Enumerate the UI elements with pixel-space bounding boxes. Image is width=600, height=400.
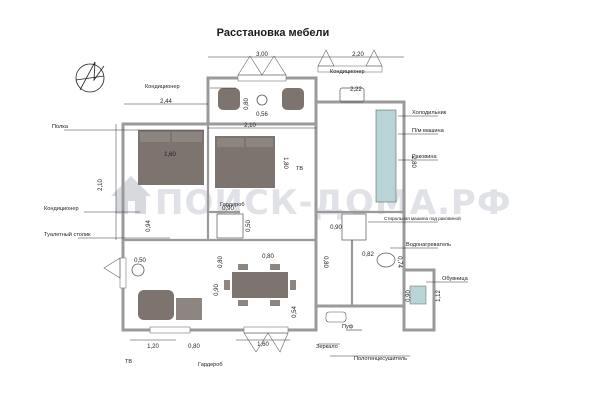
dim-2-44: 2,44	[160, 99, 172, 105]
kitchen-counter	[375, 109, 397, 203]
label-dishwasher: П/м машина	[412, 128, 445, 134]
label-tv-bedroom: ТВ	[296, 166, 303, 172]
plan-title: Расстановка мебели	[217, 27, 330, 39]
round-table	[256, 94, 268, 106]
pouf-unit	[325, 311, 347, 323]
label-shoes: Обувница	[442, 276, 469, 282]
label-pouf: Пуф	[342, 324, 354, 330]
dim-1-60a: 1,60	[164, 152, 176, 158]
second-bed-pillow-right	[246, 138, 273, 147]
north-arrow-icon	[75, 61, 105, 93]
label-washer: Стиральная машина под раковиной	[384, 215, 461, 221]
dim-2-10: 2,10	[244, 123, 256, 129]
washer-unit	[341, 213, 367, 241]
label-sink: Раковина	[412, 154, 437, 160]
window-sashes	[103, 49, 383, 353]
watermark: ПОИСК-ДОМА.РФ	[111, 176, 512, 223]
dim-h-1-80: 1,80	[282, 157, 288, 169]
dim-0-56: 0,56	[256, 112, 268, 118]
dim-0-50a: 0,50	[246, 220, 252, 232]
label-tv-bottom: ТВ	[125, 359, 132, 365]
dim-3-00: 3,00	[256, 52, 268, 58]
dim-0-50b: 0,50	[134, 258, 146, 264]
label-boiler: Водонагреватель	[406, 242, 451, 248]
second-bed-pillow-left	[217, 138, 244, 147]
hall-wardrobe	[216, 213, 244, 239]
dim-0-90d: 0,90	[214, 284, 220, 296]
dim-0-80d: 0,80	[322, 256, 328, 268]
dining-chairs	[224, 264, 296, 306]
label-conditioner-top: Кондиционер	[145, 84, 180, 90]
dim-0-90a: 0,90	[222, 206, 234, 212]
dining-table	[232, 272, 288, 298]
windows	[119, 65, 383, 334]
watermark-text: ПОИСК-ДОМА.РФ	[155, 183, 512, 223]
label-toilet-table: Туалетный столик	[44, 231, 91, 238]
bed-pillow-left	[140, 132, 170, 142]
label-towel: Полотенцесушитель	[354, 356, 407, 362]
label-shelf: Полка	[52, 124, 69, 130]
dim-2-22: 2,22	[350, 87, 362, 93]
dim-0-94: 0,94	[146, 220, 152, 232]
label-wardrobe-hall: Гардероб	[220, 202, 245, 208]
label-mirror: Зеркало	[316, 344, 338, 350]
dim-0-54: 0,54	[292, 306, 298, 318]
dim-0-80c: 0,80	[262, 254, 274, 260]
wardrobe-unit	[176, 298, 202, 320]
sofa	[138, 290, 174, 320]
side-table	[131, 263, 145, 277]
label-wardrobe-bottom: Гардероб	[198, 362, 223, 368]
dim-1-20: 1,20	[147, 344, 159, 350]
dim-0-90b: 0,90	[330, 225, 342, 231]
dim-1-12: 1,12	[436, 290, 442, 302]
dim-0-82: 0,82	[362, 252, 374, 258]
label-fridge: Холодильник	[412, 110, 447, 116]
label-conditioner-left: Кондиционер	[44, 206, 79, 212]
dim-0-90c: 0,90	[406, 290, 412, 302]
dim-0-80b: 0,80	[218, 256, 224, 268]
leader-lines	[64, 87, 468, 357]
bed-pillow-right	[172, 132, 202, 142]
dim-0-74: 0,74	[396, 256, 402, 268]
label-conditioner-kitchen: Кондиционер	[330, 69, 365, 75]
armchair-right	[282, 88, 304, 110]
dim-0-80e: 0,80	[188, 344, 200, 350]
partitions	[123, 124, 404, 306]
dim-2-20: 2,20	[352, 52, 364, 58]
armchair-left	[218, 88, 240, 110]
shoe-rack	[409, 285, 427, 305]
walls	[121, 76, 436, 332]
dim-1-60b: 1,60	[257, 342, 269, 348]
dim-2-80: 2,80	[410, 156, 416, 168]
fridge-unit	[339, 87, 365, 103]
dim-h-2-10: 2,10	[98, 179, 104, 191]
toilet	[376, 252, 396, 268]
dimension-lines	[115, 56, 404, 341]
dim-0-80a: 0,80	[244, 98, 250, 110]
